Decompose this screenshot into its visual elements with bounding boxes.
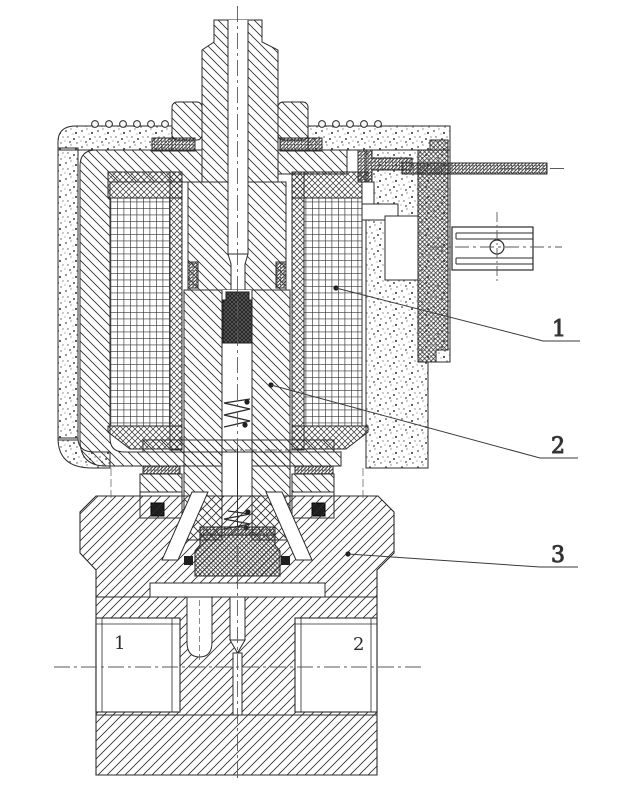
- stem-bore: [227, 20, 249, 291]
- seat-seal-right: [281, 556, 290, 565]
- port-2-cavity: [294, 617, 378, 713]
- guide-skirt-left: [161, 491, 209, 561]
- seat-seal-left: [184, 556, 193, 565]
- callout-1-label: 1: [552, 317, 566, 342]
- callout-2-label: 2: [551, 434, 565, 459]
- crimp-bumps: [91, 120, 382, 128]
- coil-winding-right: [303, 197, 363, 427]
- guide-skirt-right: [265, 491, 313, 561]
- magnetic-yoke: [79, 149, 348, 467]
- callout-1: 1: [333, 285, 580, 343]
- mounting-bracket: [417, 139, 449, 363]
- stem-nut-left: [171, 101, 203, 141]
- coil-windings: [109, 197, 363, 427]
- port-2-label: 2: [353, 634, 364, 655]
- spacer-ring-left: [187, 261, 199, 289]
- spacer-ring-right: [275, 261, 287, 289]
- port-1-label: 1: [114, 633, 125, 654]
- centerlines: [54, 6, 565, 782]
- connector-lug: [451, 226, 534, 271]
- terminal-pin: [401, 162, 548, 175]
- callout-3-label: 3: [551, 543, 565, 568]
- plunger-spring: [223, 398, 251, 428]
- port-1-cavity: [95, 617, 181, 713]
- nut-washer-right: [279, 137, 323, 152]
- potting-notch: [384, 215, 419, 281]
- callouts: 1 2 3: [268, 285, 580, 569]
- callout-3: 3: [345, 543, 578, 569]
- electrical-terminal: [357, 139, 548, 363]
- coil-winding-left: [109, 197, 171, 427]
- nut-washer-left: [151, 137, 196, 152]
- callout-2: 2: [268, 382, 578, 460]
- stem-nut-right: [277, 101, 309, 141]
